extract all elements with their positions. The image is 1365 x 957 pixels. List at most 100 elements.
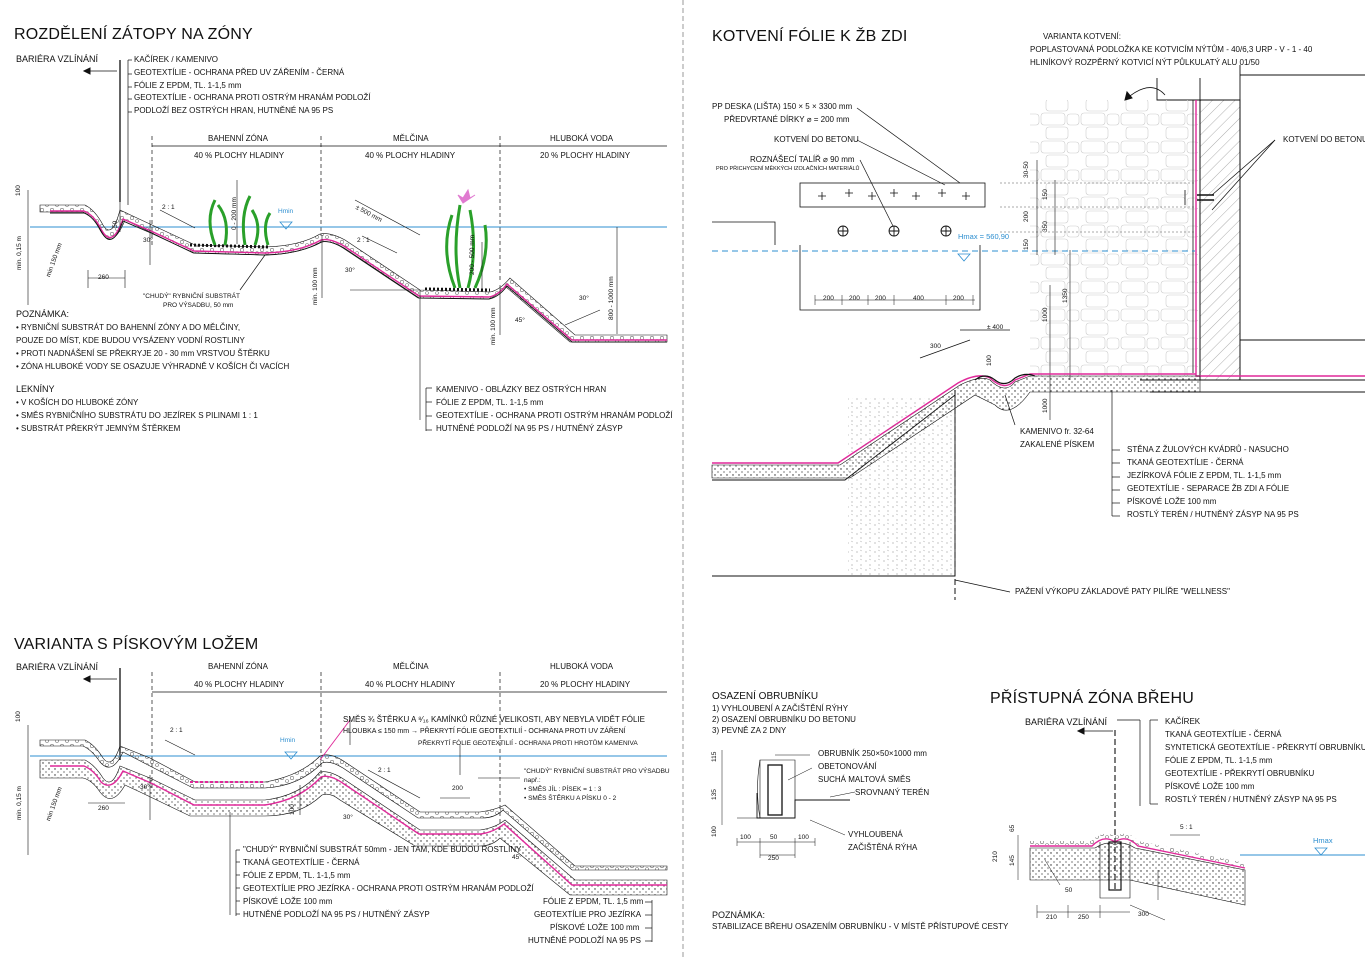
s4-d115: 115 bbox=[711, 751, 718, 762]
s3-b5: 200 bbox=[953, 295, 964, 302]
s1-lekniny-2: • SUBSTRÁT PŘEKRÝT JEMNÝM ŠTĚRKEM bbox=[16, 424, 181, 433]
s4-d100a: 100 bbox=[740, 834, 751, 841]
s2-layers2-0: FÓLIE Z EPDM, TL. 1,5 mm bbox=[543, 897, 644, 906]
s5-d210b: 210 bbox=[1046, 914, 1057, 921]
s3-hmax: Hmax = 560,90 bbox=[958, 232, 1010, 241]
section2-drawing bbox=[27, 668, 668, 942]
s1-lekniny-title: LEKNÍNY bbox=[16, 384, 55, 394]
s2-layers2-1: GEOTEXTÍLIE PRO JEZÍRKA bbox=[534, 910, 642, 919]
s1-s21b: 2 : 1 bbox=[357, 237, 370, 244]
s2-d260: 260 bbox=[98, 805, 109, 812]
s1-hmin: Hmin bbox=[278, 208, 294, 215]
s2-smes-1: HLOUBKA ≤ 150 mm → PŘEKRYTÍ FÓLIE GEOTEX… bbox=[343, 728, 626, 735]
s1-lekniny-0: • V KOŠÍCH DO HLUBOKÉ ZÓNY bbox=[16, 398, 139, 407]
s3-layer-0: STĚNA Z ŽULOVÝCH KVÁDRŮ - NASUCHO bbox=[1127, 445, 1289, 454]
s1-poznamka-1: POUZE DO MÍST, KDE BUDOU VYSÁZENY VODNÍ … bbox=[16, 336, 245, 345]
s3-kotveni-right: KOTVENÍ DO BETONU bbox=[1283, 135, 1365, 144]
s2-hmin: Hmin bbox=[280, 737, 296, 744]
s4-d250: 250 bbox=[768, 855, 779, 862]
s2-zone-0: BAHENNÍ ZÓNA bbox=[208, 662, 269, 671]
s1-zone-1-pct: 40 % PLOCHY HLADINY bbox=[365, 151, 456, 160]
s3-d400: ± 400 bbox=[987, 324, 1004, 331]
s2-layer-4: PÍSKOVÉ LOŽE 100 mm bbox=[243, 897, 333, 906]
s4-step-2: 3) PEVNĚ ZA 2 DNY bbox=[712, 726, 787, 735]
s2-layer-3: GEOTEXTÍLIE PRO JEZÍRKA - OCHRANA PROTI … bbox=[243, 884, 534, 893]
section2-bariera: BARIÉRA VZLÍNÁNÍ bbox=[16, 662, 99, 672]
s3-d200: 200 bbox=[1023, 211, 1030, 222]
s3-b3: 200 bbox=[875, 295, 886, 302]
s3-left-0: PP DESKA (LIŠTA) 150 × 5 × 3300 mm bbox=[712, 102, 853, 111]
water-lily-icon bbox=[457, 188, 476, 204]
section3-title: KOTVENÍ FÓLIE K ŽB ZDI bbox=[712, 28, 908, 45]
s3-b2: 200 bbox=[849, 295, 860, 302]
s3-layer-3: GEOTEXTÍLIE - SEPARACE ŽB ZDI A FÓLIE bbox=[1127, 484, 1290, 493]
s1-layer-3: GEOTEXTÍLIE - OCHRANA PROTI OSTRÝM HRANÁ… bbox=[134, 93, 371, 102]
s5-layer-3: FÓLIE Z EPDM, TL. 1-1,5 mm bbox=[1165, 756, 1273, 765]
s5-d65: 65 bbox=[1009, 824, 1016, 832]
s5-layer-6: ROSTLÝ TERÉN / HUTNĚNÝ ZÁSYP NA 95 PS bbox=[1165, 795, 1337, 804]
s1-min100a: min. 100 mm bbox=[312, 267, 319, 305]
s1-poznamka-title: POZNÁMKA: bbox=[16, 309, 70, 319]
s1-zone-2-pct: 20 % PLOCHY HLADINY bbox=[540, 151, 631, 160]
s4-poznamka: STABILIZACE BŘEHU OSAZENÍM OBRUBNÍKU - V… bbox=[712, 922, 1009, 931]
s3-d350: 350 bbox=[1042, 221, 1049, 232]
s2-layers2-3: HUTNĚNÉ PODLOŽÍ NA 95 PS bbox=[528, 936, 641, 945]
s1-layers2-2: GEOTEXTÍLIE - OCHRANA PROTI OSTRÝM HRANÁ… bbox=[436, 411, 673, 420]
s4-label-1: OBETONOVÁNÍ bbox=[818, 762, 877, 771]
s1-a45: 45° bbox=[515, 317, 525, 324]
s4-poznamka-title: POZNÁMKA: bbox=[712, 910, 766, 920]
s2-d100b: 100 bbox=[289, 804, 296, 815]
s4-label-2: SUCHÁ MALTOVÁ SMĚS bbox=[818, 775, 911, 784]
section3-drawing bbox=[711, 65, 1365, 600]
s2-layer-2: FÓLIE Z EPDM, TL. 1-1,5 mm bbox=[243, 871, 351, 880]
s5-layer-5: PÍSKOVÉ LOŽE 100 mm bbox=[1165, 782, 1255, 791]
s1-d200500: 200 - 500 mm bbox=[469, 234, 476, 275]
s2-a45: 45° bbox=[512, 854, 522, 861]
s5-layer-1: TKANÁ GEOTEXTÍLIE - ČERNÁ bbox=[1165, 730, 1282, 739]
section2-title: VARIANTA S PÍSKOVÝM LOŽEM bbox=[14, 636, 259, 653]
s5-d50: 50 bbox=[1065, 887, 1073, 894]
s2-s21a: 2 : 1 bbox=[170, 727, 183, 734]
s3-d300: 300 bbox=[930, 343, 941, 350]
section1-drawing bbox=[27, 59, 668, 431]
s1-min015: min. 0,15 m bbox=[16, 236, 23, 270]
s3-left-4: PRO PŘICHYCENÍ MĚKKÝCH IZOLAČNÍCH MATERI… bbox=[716, 166, 860, 172]
section5-bariera: BARIÉRA VZLÍNÁNÍ bbox=[1025, 717, 1108, 727]
s2-layer-0: "CHUDÝ" RYBNIČNÍ SUBSTRÁT 50mm - JEN TAM… bbox=[243, 845, 522, 854]
s3-d3050: 30-50 bbox=[1023, 161, 1030, 178]
s1-layer-2: FÓLIE Z EPDM, TL. 1-1,5 mm bbox=[134, 81, 242, 90]
s1-d8001000: 800 - 1000 mm bbox=[608, 276, 615, 320]
s2-chudy-1: např.: bbox=[524, 777, 541, 784]
s3-layer-5: ROSTLÝ TERÉN / HUTNĚNÝ ZÁSYP NA 95 PS bbox=[1127, 510, 1299, 519]
section5-drawing bbox=[1017, 719, 1365, 921]
s3-d150: 150 bbox=[1042, 189, 1049, 200]
s4-d100: 100 bbox=[711, 826, 718, 837]
section1-title: ROZDĚLENÍ ZÁTOPY NA ZÓNY bbox=[14, 26, 253, 43]
s1-chudy-0: "CHUDÝ" RYBNIČNÍ SUBSTRÁT bbox=[143, 293, 240, 300]
s4-step-1: 2) OSAZENÍ OBRUBNÍKU DO BETONU bbox=[712, 715, 856, 724]
s2-a30a: 30° bbox=[140, 784, 150, 791]
s1-layers2-0: KAMENIVO - OBLÁZKY BEZ OSTRÝCH HRAN bbox=[436, 385, 607, 394]
s5-s51: 5 : 1 bbox=[1180, 824, 1193, 831]
s3-d100: 100 bbox=[986, 355, 993, 366]
s1-poznamka-0: • RYBNIČNÍ SUBSTRÁT DO BAHENNÍ ZÓNY A DO… bbox=[16, 323, 241, 332]
s1-a30a: 30° bbox=[143, 237, 153, 244]
s3-kamenivo-1: ZAKALENÉ PÍSKEM bbox=[1020, 440, 1095, 449]
s4-label-4: VYHLOUBENÁ bbox=[848, 830, 903, 839]
s2-layer-1: TKANÁ GEOTEXTÍLIE - ČERNÁ bbox=[243, 858, 360, 867]
s4-d135: 135 bbox=[711, 789, 718, 800]
section4-drawing bbox=[721, 750, 856, 858]
s4-d50: 50 bbox=[770, 834, 778, 841]
s5-d250: 250 bbox=[1078, 914, 1089, 921]
s1-layer-4: PODLOŽÍ BEZ OSTRÝCH HRAN, HUTNĚNÉ NA 95 … bbox=[134, 106, 334, 115]
s1-d0200: 0 - 200 mm bbox=[231, 197, 238, 230]
s3-d1000b: 1000 bbox=[1042, 398, 1049, 413]
s1-d260: 260 bbox=[98, 274, 109, 281]
s1-s21a: 2 : 1 bbox=[162, 204, 175, 211]
s1-min100b: min. 100 mm bbox=[490, 307, 497, 345]
s1-zone-0: BAHENNÍ ZÓNA bbox=[208, 134, 269, 143]
s3-layer-2: JEZÍRKOVÁ FÓLIE Z EPDM, TL. 1-1,5 mm bbox=[1127, 471, 1282, 480]
s2-d200: 200 bbox=[452, 785, 463, 792]
s4-label-0: OBRUBNÍK 250×50×1000 mm bbox=[818, 749, 927, 758]
s2-chudy-3: • SMĚS ŠTĚRKU A PÍSKU 0 - 2 bbox=[524, 795, 617, 802]
